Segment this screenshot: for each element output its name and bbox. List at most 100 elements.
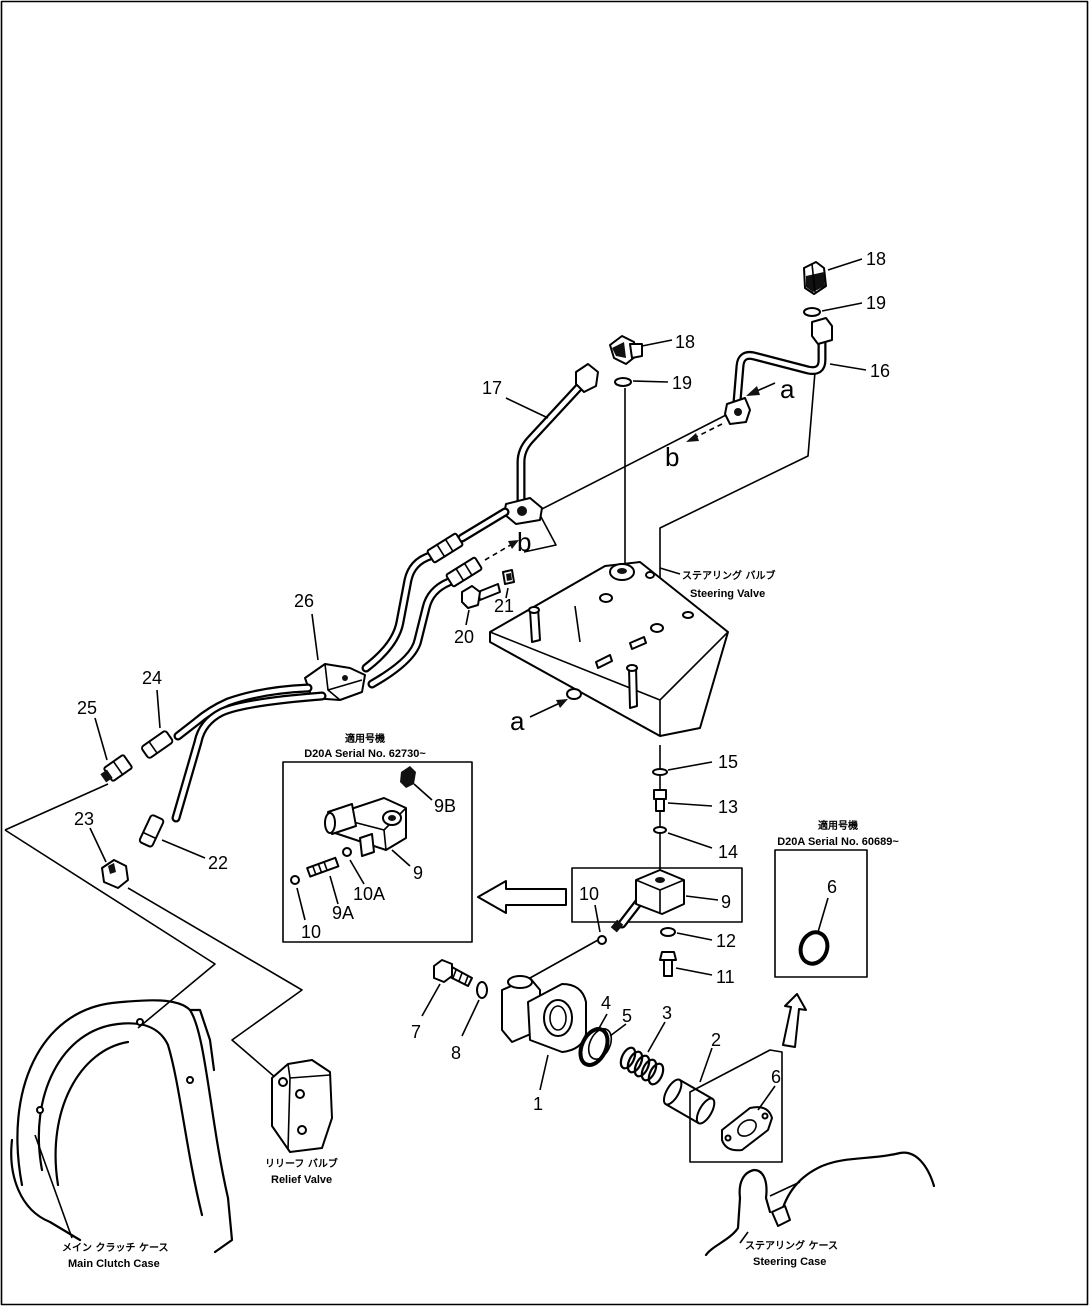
leader-line-18-middle: [641, 339, 673, 347]
routing-lines: [4, 371, 816, 1079]
component-labels: ステアリング バルブ Steering Valve リリーフ バルブ Relie…: [62, 569, 838, 1270]
callout-8: 8: [451, 1043, 461, 1063]
callout-21: 21: [494, 596, 514, 616]
callout-18-middle: 18: [675, 332, 695, 352]
routing-line-relief: [127, 887, 303, 1079]
inset-ring-6: [798, 930, 830, 966]
pipe-16: [724, 317, 833, 425]
arrow-b-top: [686, 423, 723, 442]
o-ring-19-middle: [614, 377, 632, 387]
main-clutch-case-label-en: Main Clutch Case: [68, 1258, 160, 1270]
callout-4: 4: [601, 993, 611, 1013]
hose-lower: [367, 556, 483, 689]
callout-24: 24: [142, 668, 162, 688]
leader-line-11: [675, 967, 713, 976]
o-ring-19-top: [803, 307, 821, 317]
inset-right-header-en: D20A Serial No. 60689~: [777, 836, 899, 848]
arrow-to-inset: [477, 880, 567, 914]
leader-line-22: [161, 839, 206, 859]
routing-line-25: [4, 783, 109, 831]
inset-callout-10a: 10A: [353, 884, 385, 904]
routing-line-bracket: [537, 413, 729, 512]
leader-line-20: [465, 609, 470, 626]
leader-line-10: [594, 904, 601, 933]
piston-2: [662, 1078, 716, 1125]
callout-15: 15: [718, 752, 738, 772]
leader-line-19-top: [821, 302, 863, 312]
relief-valve-label-jp: リリーフ バルブ: [265, 1157, 338, 1170]
callout-a-top: a: [780, 374, 795, 404]
callout-b-lower: b: [517, 527, 531, 557]
inset-callout-9: 9: [413, 863, 423, 883]
leader-line-inset-9: [391, 849, 411, 867]
steering-case-label-en: Steering Case: [753, 1256, 826, 1268]
detail-box-9: [571, 867, 743, 923]
steering-valve: [489, 561, 729, 737]
spring-3: [619, 1046, 665, 1086]
pipe-17: [503, 363, 599, 525]
inset-callout-9a: 9A: [332, 903, 354, 923]
bolt-7: [433, 959, 473, 987]
leader-line-9b: [413, 783, 433, 801]
inset-o-ring-10: [290, 875, 300, 885]
ring-5: [587, 1028, 613, 1060]
inset-fitting-9b: [400, 766, 416, 788]
leader-line-21: [505, 587, 509, 599]
inset-o-ring-10a: [342, 847, 352, 857]
leader-line-15: [667, 761, 713, 771]
fitting-18-top: [803, 261, 827, 295]
routing-line-housing: [529, 939, 599, 979]
valve-body-9: [610, 869, 685, 933]
callout-23: 23: [74, 809, 94, 829]
hose-end-22: [138, 814, 165, 848]
hose-to-24: [173, 683, 313, 741]
routing-line-clutch: [4, 829, 216, 1029]
leader-line-18-top: [827, 258, 863, 271]
callout-19-top: 19: [866, 293, 886, 313]
fitting-23: [101, 859, 129, 889]
leader-line-6-lower: [757, 1085, 776, 1111]
callout-a-lower: a: [510, 706, 525, 736]
steering-case: [704, 1151, 936, 1257]
leader-line-2: [699, 1047, 713, 1083]
leader-line-main-clutch-case: [34, 1134, 73, 1239]
callout-6-inset: 6: [827, 877, 837, 897]
callout-18-top: 18: [866, 249, 886, 269]
callout-3: 3: [662, 1003, 672, 1023]
bolt-11: [659, 951, 677, 977]
callout-9: 9: [721, 892, 731, 912]
callout-2: 2: [711, 1030, 721, 1050]
housing-1: [501, 975, 587, 1053]
inset-callout-9b: 9B: [434, 796, 456, 816]
leader-line-13: [667, 802, 713, 807]
callout-10: 10: [579, 884, 599, 904]
callout-11: 11: [716, 967, 735, 987]
leader-line-1: [539, 1054, 549, 1091]
leader-line-17: [505, 397, 549, 419]
bolt-20: [461, 583, 501, 609]
hose-end-24: [141, 730, 174, 759]
inset-left-box: [282, 761, 473, 943]
inset-right-box: [774, 849, 868, 978]
callout-labels: 18 19 16 18 19 17 a b b 21 20 26 24 25 2…: [74, 249, 890, 1114]
callout-6-lower: 6: [771, 1067, 781, 1087]
callout-5: 5: [622, 1006, 632, 1026]
leader-line-5: [609, 1023, 627, 1037]
leader-line-9a: [329, 875, 339, 905]
callout-19-middle: 19: [672, 373, 692, 393]
callout-13: 13: [718, 797, 738, 817]
steering-case-label-jp: ステアリング ケース: [745, 1239, 838, 1252]
leader-line-10a: [349, 859, 365, 885]
leader-line-4: [597, 1013, 608, 1031]
inset-callout-10: 10: [301, 922, 321, 942]
hose-to-22: [171, 691, 327, 823]
callout-12: 12: [716, 931, 736, 951]
inset-left-header-en: D20A Serial No. 62730~: [304, 748, 426, 760]
arrow-b-lower: [484, 540, 519, 561]
leader-line-inset-10: [296, 887, 306, 921]
callout-20: 20: [454, 627, 474, 647]
relief-valve-label-en: Relief Valve: [271, 1174, 332, 1186]
leader-line-25: [94, 717, 108, 761]
